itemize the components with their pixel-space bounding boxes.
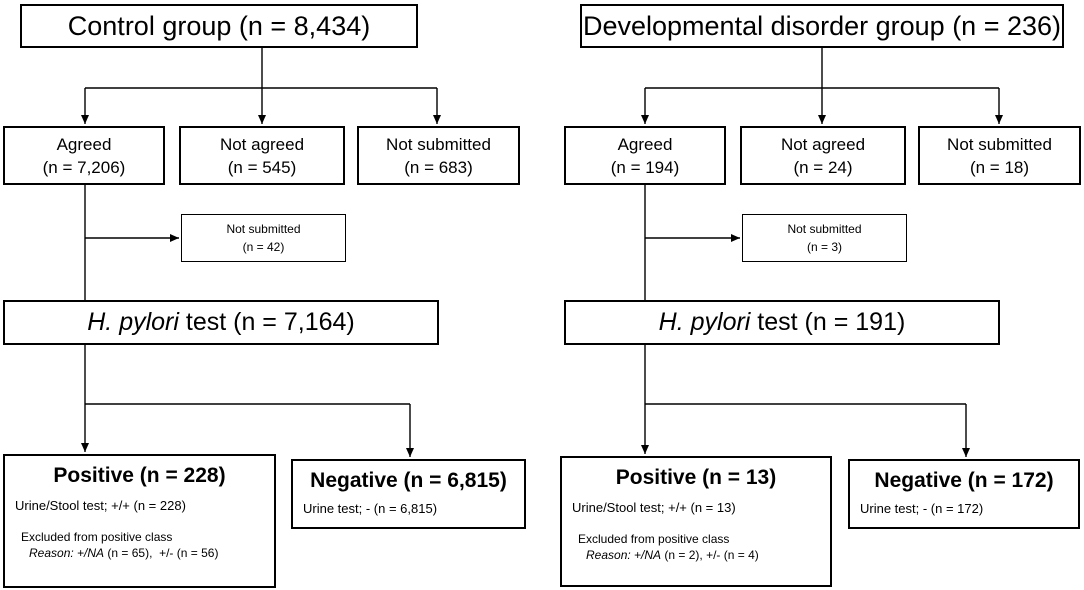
right-not-submitted-small-label: Not submitted (787, 222, 862, 236)
left-negative-box: Negative (n = 6,815) Urine test; - (n = … (291, 459, 526, 529)
left-test-organism: H. pylori (87, 308, 179, 336)
developmental-disorder-group-box: Developmental disorder group (n = 236) (580, 4, 1064, 48)
right-agreed-count: (n = 194) (610, 157, 680, 177)
right-not-agreed-label: Not agreed (780, 134, 866, 154)
right-not-submitted-small-box: Not submitted (n = 3) (742, 214, 907, 262)
left-reason-counts: (n = 65), +/- (n = 56) (104, 546, 219, 560)
right-not-submitted-small-count: (n = 3) (806, 240, 842, 254)
right-not-submitted-count: (n = 18) (969, 157, 1030, 177)
left-not-agreed-count: (n = 545) (227, 157, 297, 177)
right-test-count: test (n = 191) (750, 308, 906, 336)
right-negative-test-line: Urine test; - (n = 172) (860, 501, 984, 516)
developmental-disorder-group-label: Developmental disorder group (n = 236) (582, 10, 1062, 41)
right-not-agreed-count: (n = 24) (793, 157, 853, 177)
right-test-box: H. pylori test (n = 191) (564, 300, 1000, 345)
left-excluded-label: Excluded from positive class (21, 530, 173, 544)
control-group-label: Control group (n = 8,434) (67, 10, 371, 41)
left-agreed-label: Agreed (56, 134, 112, 154)
right-excluded-note: Excluded from positive class Reason: +/N… (578, 531, 830, 563)
right-agreed-label: Agreed (617, 134, 673, 154)
left-not-submitted-count: (n = 683) (404, 157, 473, 177)
right-excluded-label: Excluded from positive class (578, 532, 730, 546)
right-positive-box: Positive (n = 13) Urine/Stool test; +/+ … (560, 456, 832, 587)
left-not-submitted-small-box: Not submitted (n = 42) (181, 214, 346, 262)
right-reason-counts: (n = 2), +/- (n = 4) (661, 548, 759, 562)
left-excluded-note: Excluded from positive class Reason: +/N… (21, 529, 274, 561)
left-test-count: test (n = 7,164) (178, 308, 355, 336)
right-negative-title: Negative (n = 172) (874, 469, 1054, 492)
left-not-submitted-small-label: Not submitted (226, 222, 301, 236)
left-not-agreed-label: Not agreed (219, 134, 305, 154)
left-reason-label: Reason: +/NA (29, 546, 105, 560)
left-positive-title: Positive (n = 228) (53, 464, 226, 487)
right-reason-label: Reason: +/NA (586, 548, 662, 562)
control-group-box: Control group (n = 8,434) (20, 4, 418, 48)
right-positive-title: Positive (n = 13) (615, 466, 777, 489)
left-not-submitted-small-count: (n = 42) (242, 240, 285, 254)
left-negative-title: Negative (n = 6,815) (310, 469, 507, 492)
left-positive-box: Positive (n = 228) Urine/Stool test; +/+… (3, 454, 276, 588)
right-not-agreed-box: Not agreed (n = 24) (740, 126, 906, 185)
left-agreed-box: Agreed (n = 7,206) (3, 126, 165, 185)
right-test-organism: H. pylori (658, 308, 751, 336)
left-negative-test-line: Urine test; - (n = 6,815) (303, 501, 438, 516)
left-not-submitted-label: Not submitted (386, 134, 491, 154)
right-positive-test-line: Urine/Stool test; +/+ (n = 13) (572, 500, 736, 515)
right-not-submitted-label: Not submitted (947, 134, 1052, 154)
left-positive-test-line: Urine/Stool test; +/+ (n = 228) (15, 498, 186, 513)
left-test-box: H. pylori test (n = 7,164) (3, 300, 439, 345)
right-negative-box: Negative (n = 172) Urine test; - (n = 17… (848, 459, 1080, 529)
left-not-submitted-box: Not submitted (n = 683) (357, 126, 520, 185)
right-not-submitted-box: Not submitted (n = 18) (918, 126, 1081, 185)
left-not-agreed-box: Not agreed (n = 545) (179, 126, 345, 185)
right-agreed-box: Agreed (n = 194) (564, 126, 726, 185)
left-agreed-count: (n = 7,206) (42, 157, 126, 177)
